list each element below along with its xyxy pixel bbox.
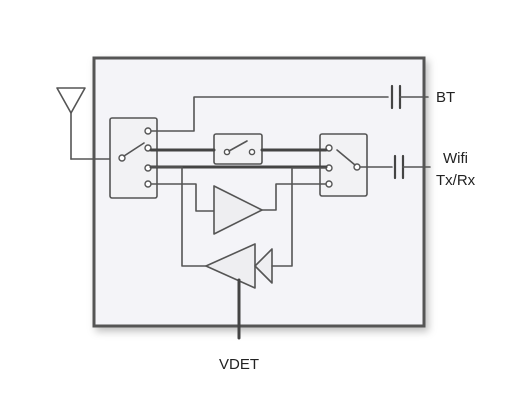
bt-path-wire: [150, 96, 389, 132]
bypass-switch-block: [213, 133, 263, 165]
wifi-txrx-label: Tx/Rx: [436, 172, 476, 189]
antenna-icon: [56, 87, 86, 160]
vdet-label: VDET: [219, 356, 259, 373]
pa-amplifier-icon: [213, 185, 263, 235]
left-switch-icon: [118, 142, 145, 162]
pa-input-wire: [150, 183, 215, 212]
left-contact-pa: [144, 180, 152, 188]
right-contact-bypass: [325, 144, 333, 152]
lna-output-wire: [271, 167, 327, 267]
lna-input-wire: [150, 166, 207, 267]
left-contact-bt: [144, 127, 152, 135]
right-contact-pa: [325, 180, 333, 188]
wifi-label: Wifi: [443, 150, 468, 167]
bypass-switch-icon: [223, 140, 256, 156]
bt-label: BT: [436, 89, 455, 106]
pa-output-wire: [261, 183, 327, 211]
left-switch-block: [109, 117, 158, 199]
left-contact-bypass: [144, 144, 152, 152]
right-switch-block: [319, 133, 368, 197]
